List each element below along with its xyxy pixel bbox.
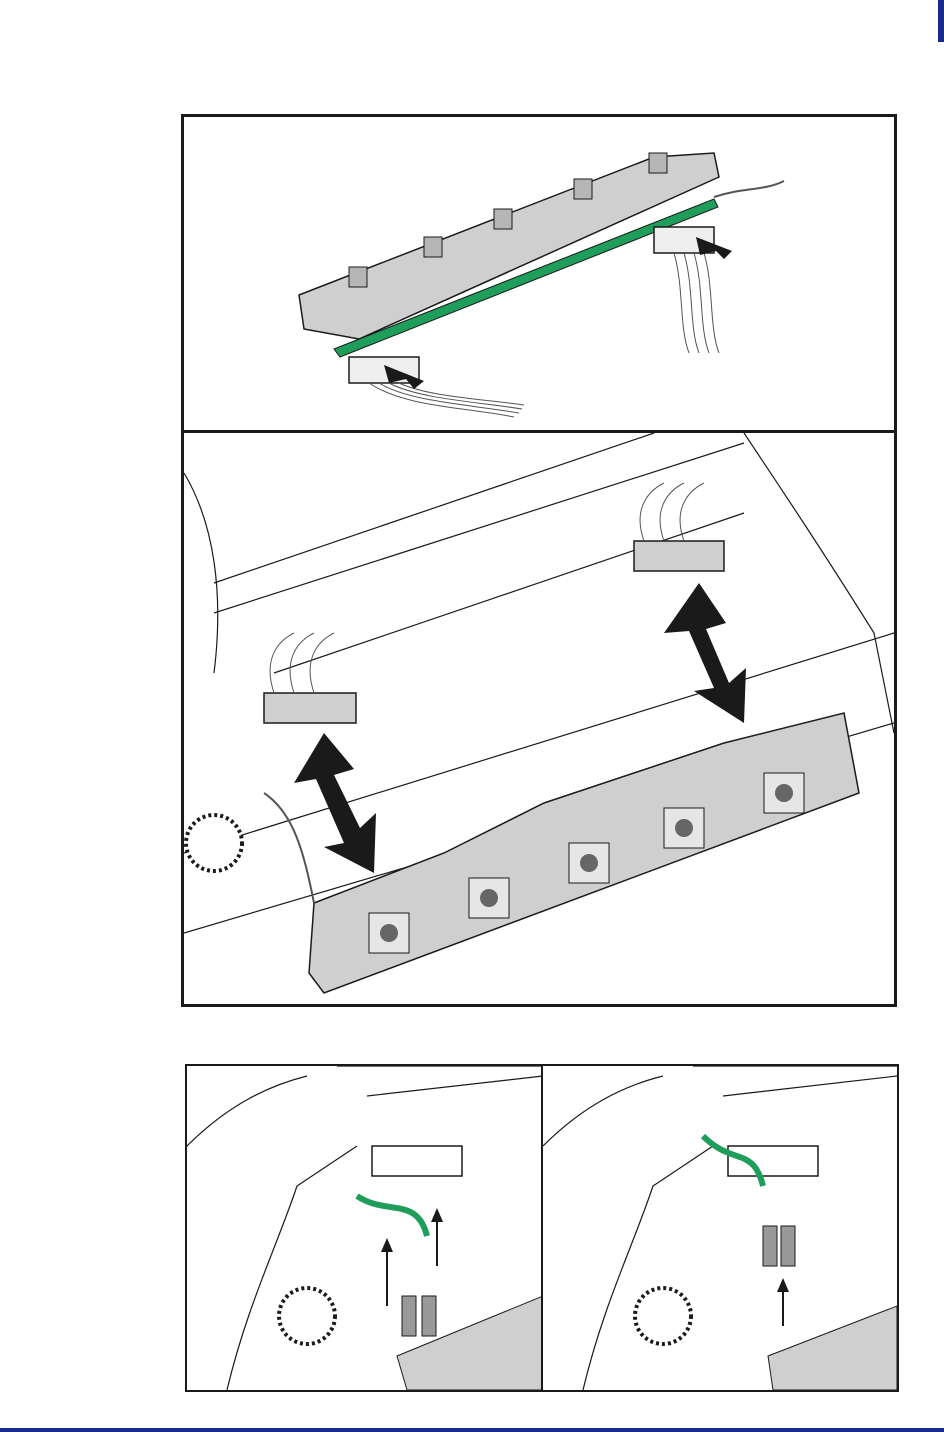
terminal-left	[763, 1226, 777, 1266]
connector	[728, 1146, 818, 1176]
double-arrow-left-icon	[294, 733, 376, 873]
figure-top	[181, 114, 897, 1007]
gear-icon	[635, 1288, 691, 1344]
ground-wire-step-1	[187, 1066, 543, 1390]
green-ground-wire	[357, 1196, 427, 1236]
terminal-right	[422, 1296, 436, 1336]
ground-wire-step-2	[543, 1066, 897, 1390]
printhead-corner	[397, 1296, 543, 1390]
footer-rule	[0, 1428, 944, 1432]
terminal-left	[402, 1296, 416, 1336]
figure-bottom	[185, 1064, 899, 1392]
gear-icon	[186, 815, 242, 871]
double-arrow-right-icon	[664, 583, 746, 723]
printhead-corner	[768, 1306, 897, 1390]
ground-wire-lower	[264, 793, 314, 903]
printhead-illustration	[184, 117, 894, 433]
page-edge-tab	[938, 0, 944, 42]
arrow-up-icon	[387, 1216, 437, 1306]
ground-wire	[714, 181, 784, 197]
connector-upper-right	[634, 541, 724, 571]
printer-mechanism-illustration	[184, 433, 894, 1004]
connector-upper-left	[264, 693, 356, 723]
connector	[372, 1146, 462, 1176]
gear-icon	[279, 1288, 335, 1344]
terminal-right	[781, 1226, 795, 1266]
